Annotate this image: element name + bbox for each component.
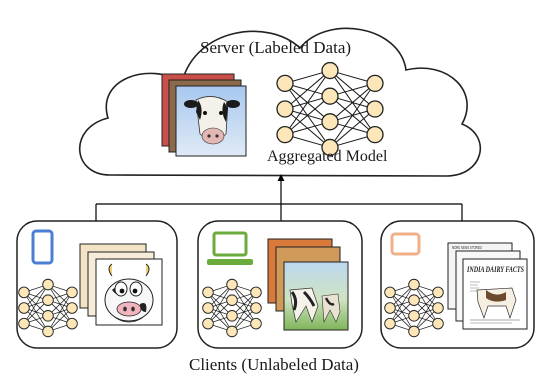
- network-edge: [413, 292, 439, 332]
- neuron: [366, 74, 384, 93]
- network-edge: [329, 83, 376, 148]
- tablet-icon: [31, 229, 54, 265]
- client-3-image-stack: [447, 242, 528, 330]
- network-edge: [284, 95, 331, 136]
- server-image-front: [175, 85, 247, 157]
- aggregated-model-label: Aggregated Model: [267, 148, 388, 165]
- cartoon-cow: [104, 263, 154, 323]
- network-edge: [207, 284, 233, 324]
- neuron: [42, 294, 54, 306]
- neuron: [321, 138, 339, 157]
- neuron: [432, 286, 444, 299]
- laptop-icon: [207, 231, 253, 265]
- neuron: [276, 125, 294, 144]
- clients-title: Clients (Unlabeled Data): [189, 355, 359, 374]
- tablet-landscape-icon: [390, 232, 421, 256]
- network-edge: [389, 284, 415, 324]
- neuron: [408, 310, 420, 322]
- field-cow-painting: [283, 261, 349, 331]
- client-3-neural-network: [384, 278, 444, 338]
- neuron: [66, 302, 78, 314]
- neuron: [250, 302, 262, 314]
- server-image-stack: [161, 73, 247, 157]
- neuron: [408, 278, 420, 291]
- network-edge: [23, 284, 49, 324]
- neuron: [42, 310, 54, 322]
- neuron: [408, 325, 420, 338]
- arrow-head: [277, 174, 285, 181]
- server-title: Server (Labeled Data): [200, 38, 352, 57]
- network-edge: [284, 70, 331, 110]
- neuron: [384, 286, 396, 299]
- neuron: [202, 317, 214, 330]
- neuron: [321, 61, 339, 80]
- network-edge: [231, 292, 257, 332]
- neuron: [226, 294, 238, 306]
- neuron: [276, 74, 294, 93]
- newspaper-cow: [462, 258, 528, 330]
- neuron: [250, 286, 262, 299]
- network-edge: [47, 292, 73, 332]
- neuron: [226, 278, 238, 291]
- client-2-neural-network: [202, 278, 262, 338]
- neuron: [42, 278, 54, 291]
- neuron: [321, 87, 339, 105]
- newspaper-header: MORE NEWS STORIES: [452, 245, 482, 250]
- neuron: [250, 317, 262, 330]
- neuron: [18, 302, 30, 314]
- neuron: [18, 286, 30, 299]
- neuron: [432, 317, 444, 330]
- client-1-image-stack: [79, 243, 163, 326]
- neuron: [366, 100, 384, 118]
- neuron: [276, 100, 294, 118]
- network-edge: [329, 82, 376, 123]
- neuron: [384, 302, 396, 314]
- neuron: [202, 286, 214, 299]
- neuron: [66, 286, 78, 299]
- neuron: [366, 125, 384, 144]
- network-edge: [329, 108, 376, 148]
- neuron: [18, 317, 30, 330]
- neuron: [321, 113, 339, 131]
- neuron: [202, 302, 214, 314]
- neuron: [42, 325, 54, 338]
- connector-lines: [95, 174, 463, 221]
- client-1-neural-network: [18, 278, 78, 338]
- newspaper-headline: INDIA DAIRY FACTS: [466, 265, 524, 274]
- neuron: [384, 317, 396, 330]
- neuron: [432, 302, 444, 314]
- client-2-image-stack: [267, 238, 349, 331]
- neuron: [408, 294, 420, 306]
- neuron: [226, 325, 238, 338]
- network-edge: [284, 70, 331, 135]
- neuron: [66, 317, 78, 330]
- server-neural-network: [276, 61, 384, 157]
- neuron: [226, 310, 238, 322]
